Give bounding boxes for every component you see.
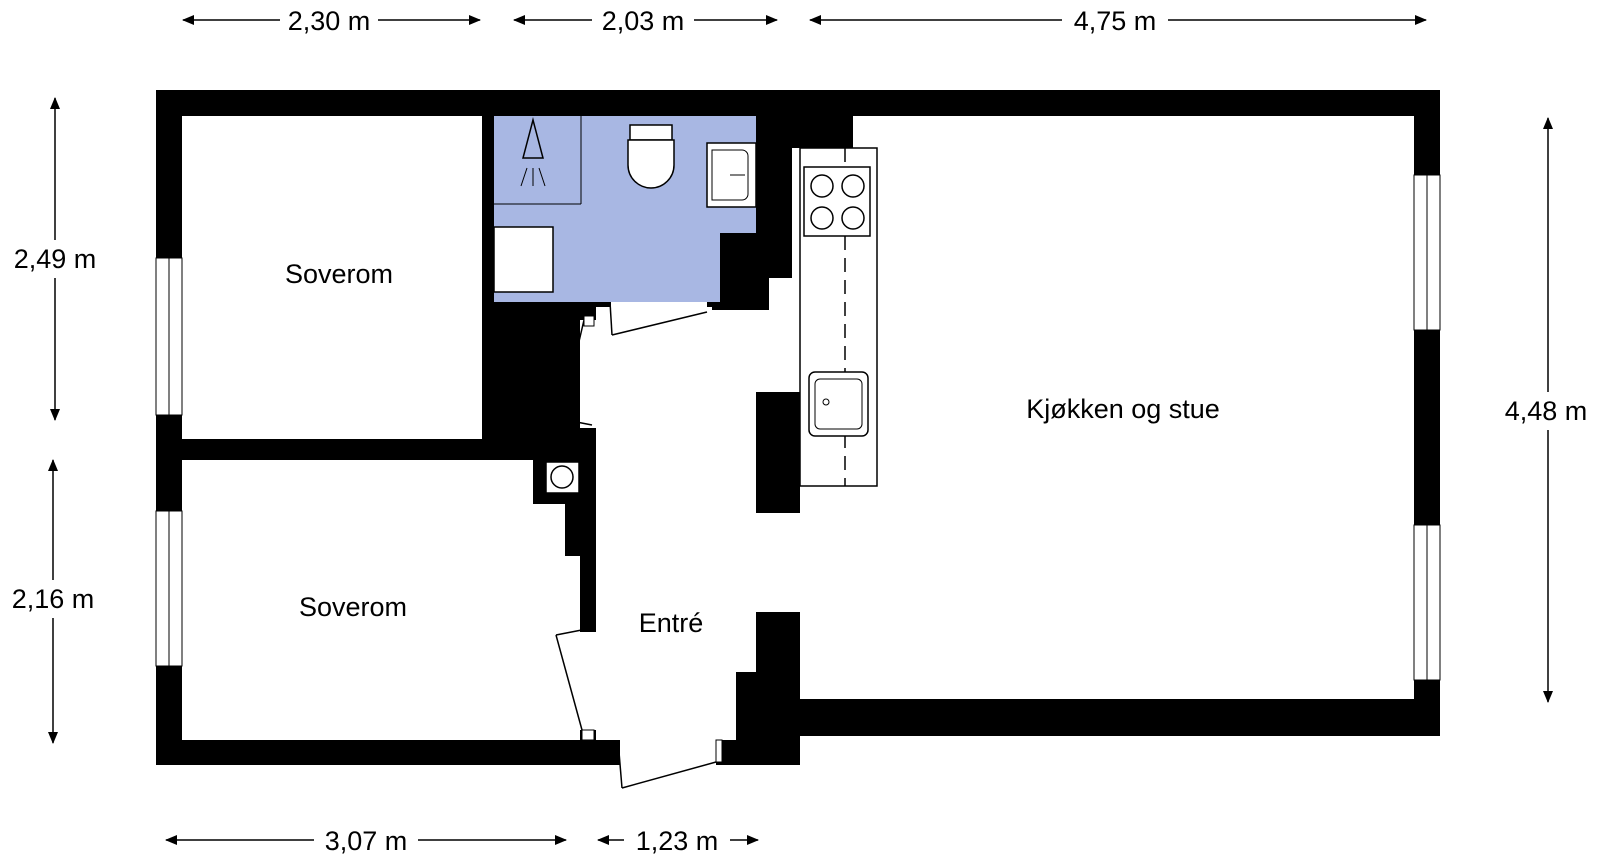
dimension-lines <box>48 15 1553 845</box>
toilet-icon <box>627 124 675 189</box>
bedroom-lower-floor <box>182 460 580 740</box>
stove-icon <box>803 166 871 237</box>
dimension-left-upper: 2,49 m <box>14 244 97 274</box>
dimension-top-2: 2,03 m <box>602 6 685 36</box>
dimension-left-lower: 2,16 m <box>12 584 95 614</box>
floors <box>182 116 1414 770</box>
bathroom-floor <box>494 116 756 302</box>
entrance-floor <box>596 278 800 740</box>
room-label-bedroom-upper: Soverom <box>285 259 393 289</box>
bedroom-upper-floor <box>182 116 482 439</box>
shower-icon <box>494 116 582 205</box>
kitchen-living-floor <box>792 116 1414 699</box>
dimension-bottom-2: 1,23 m <box>636 826 719 856</box>
room-label-bedroom-lower: Soverom <box>299 592 407 622</box>
duct-icon <box>545 461 580 494</box>
kitchen-fixtures <box>799 147 878 487</box>
doors <box>555 301 723 789</box>
room-label-entrance: Entré <box>639 608 704 638</box>
dimension-right: 4,48 m <box>1505 396 1588 426</box>
room-label-kitchen-living: Kjøkken og stue <box>1026 394 1220 424</box>
windows <box>155 174 1441 681</box>
dimension-bottom-1: 3,07 m <box>325 826 408 856</box>
washer-icon <box>493 226 554 293</box>
sink-icon <box>706 142 757 208</box>
bathroom-fixtures <box>493 116 757 293</box>
dimension-top-3: 4,75 m <box>1074 6 1157 36</box>
kitchen-sink-icon <box>808 371 869 437</box>
dimension-top-1: 2,30 m <box>288 6 371 36</box>
